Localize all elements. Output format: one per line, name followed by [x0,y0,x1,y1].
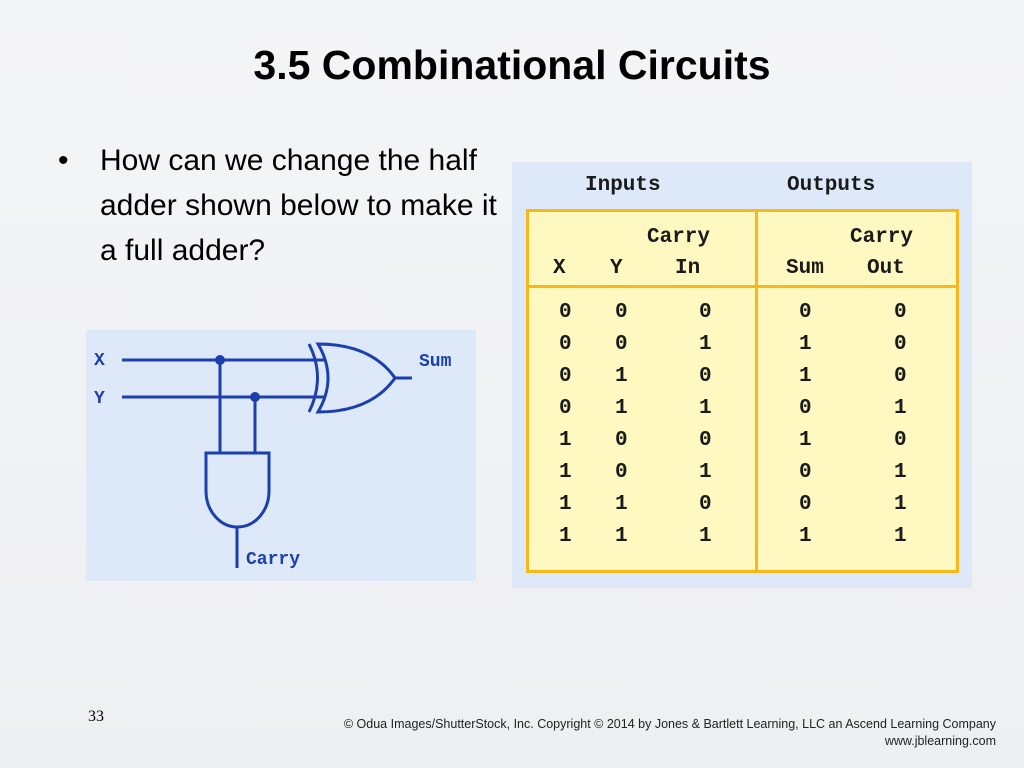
header-carry-in-line1: Carry [647,226,711,249]
header-y: Y [610,257,623,280]
xor-gate [315,342,397,414]
cell-x: 1 [559,493,572,516]
column-divider [755,212,758,570]
cell-carry-in: 1 [699,461,712,484]
cell-carry-in: 0 [699,493,712,516]
cell-sum: 0 [799,461,812,484]
cell-carry-in: 0 [699,301,712,324]
label-y: Y [94,389,105,409]
cell-x: 0 [559,333,572,356]
cell-y: 0 [615,301,628,324]
cell-x: 1 [559,429,572,452]
cell-sum: 1 [799,429,812,452]
cell-x: 1 [559,525,572,548]
slide-title: 3.5 Combinational Circuits [253,42,771,88]
page-number: 33 [88,708,104,725]
cell-carry-in: 1 [699,397,712,420]
y-junction-dot [250,392,260,402]
half-adder-circuit: X Y Sum Carry [86,330,476,581]
header-carry-in-line2: In [675,257,701,280]
header-divider [529,285,956,288]
cell-carry-out: 0 [894,333,907,356]
cell-y: 1 [615,525,628,548]
cell-y: 0 [615,333,628,356]
cell-sum: 0 [799,301,812,324]
cell-carry-out: 1 [894,525,907,548]
cell-y: 1 [615,365,628,388]
header-x: X [553,257,566,280]
cell-y: 0 [615,429,628,452]
copyright-notice: © Odua Images/ShutterStock, Inc. Copyrig… [344,716,996,750]
and-gate [204,451,271,529]
cell-y: 1 [615,397,628,420]
cell-sum: 1 [799,333,812,356]
header-sum: Sum [786,257,824,280]
cell-y: 1 [615,493,628,516]
cell-y: 0 [615,461,628,484]
label-sum: Sum [419,352,452,372]
cell-carry-in: 1 [699,333,712,356]
cell-x: 0 [559,365,572,388]
cell-carry-out: 0 [894,429,907,452]
group-header-inputs: Inputs [585,174,661,197]
label-carry: Carry [246,550,300,570]
cell-sum: 1 [799,365,812,388]
truth-table-panel: Inputs Outputs Carry X Y In Carry Sum Ou… [512,162,972,588]
copyright-line: © Odua Images/ShutterStock, Inc. Copyrig… [343,717,996,731]
bullet-marker: • [58,144,69,177]
cell-carry-out: 1 [894,397,907,420]
x-junction-dot [215,355,225,365]
cell-carry-out: 0 [894,365,907,388]
cell-x: 1 [559,461,572,484]
cell-sum: 1 [799,525,812,548]
cell-carry-out: 0 [894,301,907,324]
bullet-text: How can we change the half adder shown b… [100,144,497,267]
cell-carry-out: 1 [894,461,907,484]
truth-table: Carry X Y In Carry Sum Out 0 0 0 0 0 0 0 1 1 0 0 1 0… [526,209,959,573]
cell-x: 0 [559,301,572,324]
cell-sum: 0 [799,493,812,516]
half-adder-diagram: X Y Sum Carry [94,342,452,570]
cell-carry-in: 0 [699,365,712,388]
publisher-url: www.jblearning.com [884,734,996,748]
group-header-outputs: Outputs [787,174,876,197]
header-carry-out-line2: Out [867,257,905,280]
cell-x: 0 [559,397,572,420]
label-x: X [94,351,105,371]
cell-carry-out: 1 [894,493,907,516]
cell-carry-in: 0 [699,429,712,452]
cell-carry-in: 1 [699,525,712,548]
cell-sum: 0 [799,397,812,420]
xor-gate-extra-curve [307,343,319,413]
header-carry-out-line1: Carry [850,226,914,249]
